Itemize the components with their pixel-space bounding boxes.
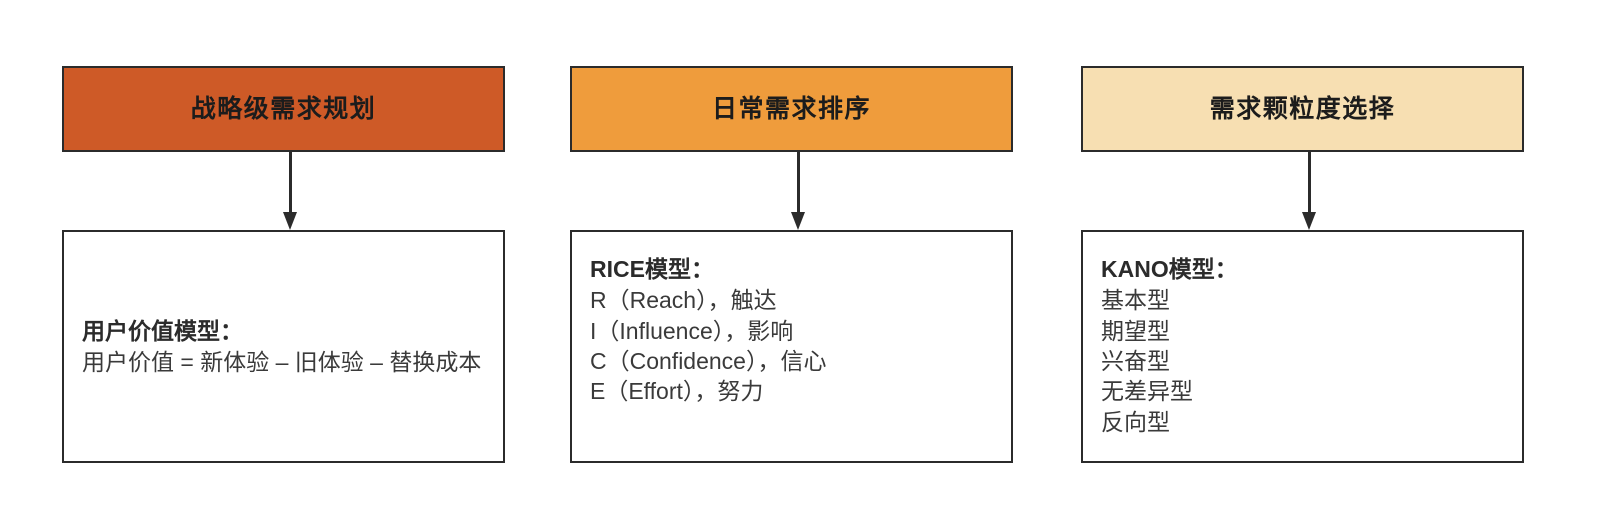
body-line-item: 无差异型 [1101, 378, 1193, 405]
body-line-item: I（Influence），影响 [590, 317, 794, 344]
body-box-strategic-planning[interactable]: 用户价值模型： 用户价值 = 新体验 – 旧体验 – 替换成本 [62, 230, 505, 463]
body-title-rice-model: RICE模型： [590, 256, 714, 282]
arrow-stem [1308, 152, 1311, 216]
arrow-head [791, 212, 805, 230]
column-strategic-planning: 战略级需求规划 用户价值模型： 用户价值 = 新体验 – 旧体验 – 替换成本 [62, 0, 505, 532]
body-line-item: C（Confidence），信心 [590, 348, 827, 375]
body-line-item: 期望型 [1101, 317, 1170, 344]
arrow-stem [797, 152, 800, 216]
body-line-item: 用户价值 = 新体验 – 旧体验 – 替换成本 [82, 349, 482, 375]
body-line-item: 兴奋型 [1101, 348, 1170, 375]
arrow-head [1302, 212, 1316, 230]
header-box-daily-prioritization[interactable]: 日常需求排序 [570, 66, 1013, 152]
body-line-item: 基本型 [1101, 287, 1170, 314]
body-box-daily-prioritization[interactable]: RICE模型： R（Reach），触达 I（Influence），影响 C（Co… [570, 230, 1013, 463]
body-title-kano-model: KANO模型： [1101, 256, 1238, 282]
arrow-head [283, 212, 297, 230]
down-arrow-icon-daily-prioritization [791, 152, 805, 230]
header-label-granularity-selection: 需求颗粒度选择 [1209, 95, 1396, 123]
body-title-user-value-model: 用户价值模型： [82, 317, 243, 344]
header-box-strategic-planning[interactable]: 战略级需求规划 [62, 66, 505, 152]
body-box-granularity-selection[interactable]: KANO模型： 基本型 期望型 兴奋型 无差异型 反向型 [1081, 230, 1524, 463]
header-label-strategic-planning: 战略级需求规划 [190, 95, 377, 123]
body-line-item: R（Reach），触达 [590, 287, 777, 314]
header-box-granularity-selection[interactable]: 需求颗粒度选择 [1081, 66, 1524, 152]
body-line-item: 反向型 [1101, 408, 1170, 435]
down-arrow-icon-granularity-selection [1302, 152, 1316, 230]
body-line-item: E（Effort），努力 [590, 378, 764, 405]
column-daily-prioritization: 日常需求排序 RICE模型： R（Reach），触达 I（Influence），… [570, 0, 1013, 532]
column-granularity-selection: 需求颗粒度选择 KANO模型： 基本型 期望型 兴奋型 无差异型 反向型 [1081, 0, 1524, 532]
down-arrow-icon-strategic-planning [283, 152, 297, 230]
arrow-stem [289, 152, 292, 216]
header-label-daily-prioritization: 日常需求排序 [711, 95, 871, 123]
